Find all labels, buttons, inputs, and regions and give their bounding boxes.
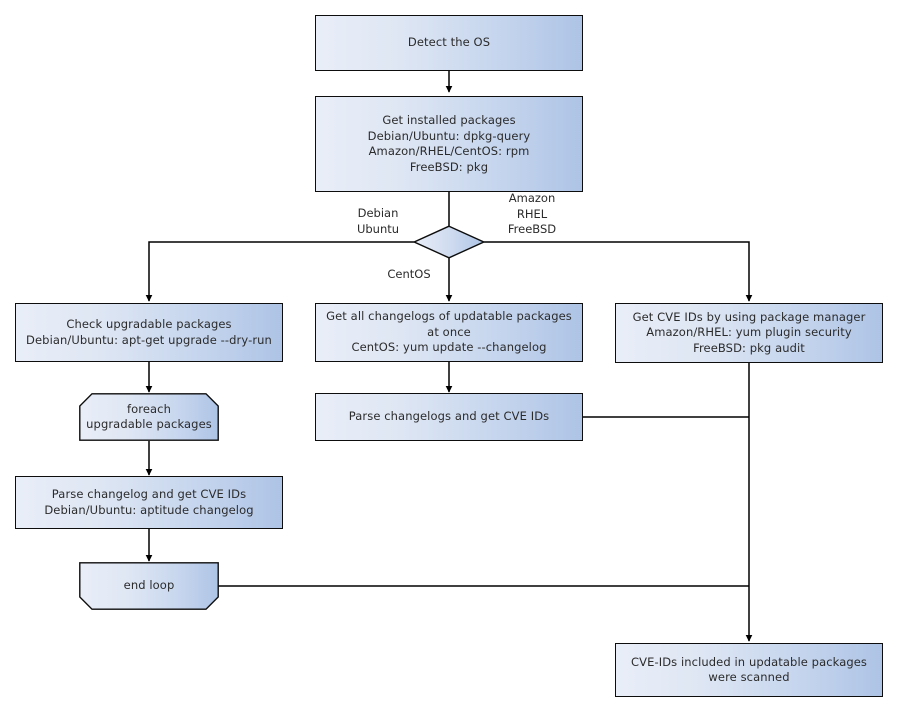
node-foreach-upgradable-packages[interactable]: foreach upgradable packages [79,393,219,441]
node-final-scanned-label: CVE-IDs included in updatable packages w… [630,654,868,685]
node-final-scanned[interactable]: CVE-IDs included in updatable packages w… [615,643,883,697]
node-detect-os[interactable]: Detect the OS [315,15,583,71]
node-get-installed-packages-label: Get installed packages Debian/Ubuntu: dp… [367,113,531,174]
node-detect-os-label: Detect the OS [407,35,491,50]
node-get-cve-ids-package-manager[interactable]: Get CVE IDs by using package manager Ama… [615,303,883,363]
node-foreach-upgradable-packages-label: foreach upgradable packages [86,401,212,432]
node-decision-os[interactable] [412,225,486,259]
node-get-all-changelogs-label: Get all changelogs of updatable packages… [326,309,572,355]
node-get-cve-ids-package-manager-label: Get CVE IDs by using package manager Ama… [632,309,866,355]
node-parse-changelog-single[interactable]: Parse changelog and get CVE IDs Debian/U… [15,476,283,529]
edge-label-down-branch: CentOS [387,267,431,281]
node-get-all-changelogs[interactable]: Get all changelogs of updatable packages… [315,303,583,362]
node-end-loop-label: end loop [123,578,175,593]
node-check-upgradable-packages-label: Check upgradable packages Debian/Ubuntu:… [26,317,272,347]
edge-label-left-branch: Debian Ubuntu [356,206,400,236]
node-end-loop[interactable]: end loop [79,562,219,610]
edge-decision-right [484,241,753,302]
node-parse-changelogs-get-cve-ids-label: Parse changelogs and get CVE IDs [348,409,550,424]
edge-label-right-branch: Amazon RHEL FreeBSD [507,191,557,236]
node-parse-changelogs-get-cve-ids[interactable]: Parse changelogs and get CVE IDs [315,393,583,441]
node-check-upgradable-packages[interactable]: Check upgradable packages Debian/Ubuntu:… [15,303,283,362]
loop-end-shape-icon [79,562,219,610]
edge-decision-left [145,241,414,302]
node-parse-changelog-single-label: Parse changelog and get CVE IDs Debian/U… [44,487,254,517]
loop-start-shape-icon [79,393,219,441]
decision-diamond-icon [412,225,486,259]
node-get-installed-packages[interactable]: Get installed packages Debian/Ubuntu: dp… [315,96,583,192]
